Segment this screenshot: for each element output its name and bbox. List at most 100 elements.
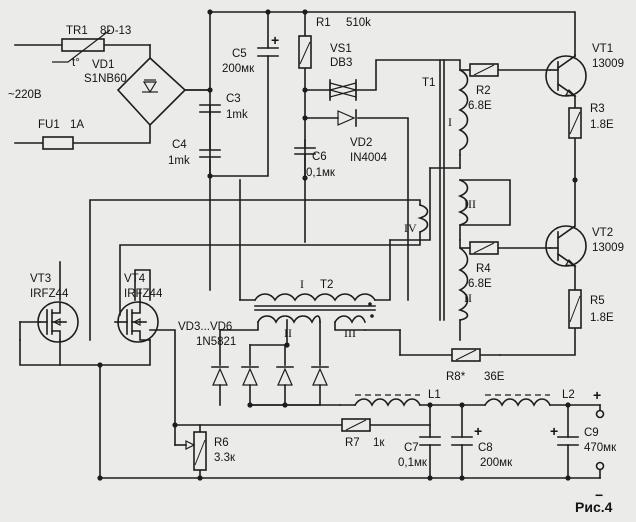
capacitor-c8: + C8 200мк [451, 423, 513, 469]
vs1-value: DB3 [330, 57, 352, 69]
diode-vd4 [241, 366, 259, 386]
t2-winding-i: I [300, 277, 304, 291]
vd2-ref: VD2 [350, 137, 372, 149]
capacitor-c7: C7 0,1мк [398, 436, 441, 469]
mosfet-vt4: VT4 IRFZ44 [114, 273, 163, 343]
mosfet-vt3: VT3 IRFZ44 [19, 273, 79, 343]
r3-ref: R3 [590, 103, 605, 115]
resistor-r5: R5 1.8E [568, 289, 614, 329]
terminal-plus: + [593, 387, 601, 403]
r5-value: 1.8E [590, 312, 614, 324]
mains-label: ~220В [8, 89, 42, 101]
r6-ref: R6 [214, 437, 229, 449]
c7-ref: C7 [404, 442, 419, 454]
terminal-minus: − [595, 487, 603, 503]
transistor-vt1: VT1 13009 [545, 43, 624, 98]
t1-winding-iv: IV [404, 221, 417, 235]
r7-value: 1к [373, 437, 385, 449]
c8-plus: + [474, 423, 482, 439]
diode-vd6 [311, 366, 329, 386]
c9-value: 470мк [584, 442, 617, 454]
vt4-ref: VT4 [124, 273, 146, 285]
vd1-value: S1NB60 [84, 73, 127, 85]
capacitor-c5: + C5 200мк [222, 32, 279, 75]
vd3-6-ref: VD3...VD6 [178, 321, 232, 333]
output-terminals: + − [593, 387, 605, 503]
r5-ref: R5 [590, 295, 605, 307]
t-mark-label: t° [72, 57, 80, 69]
r8-ref: R8* [446, 371, 466, 383]
r4-ref: R4 [476, 263, 491, 275]
t1-winding-ii: II [464, 291, 472, 305]
c5-plus: + [271, 32, 279, 48]
c6-value: 0,1мк [306, 167, 336, 179]
vt3-value: IRFZ44 [30, 288, 69, 300]
diode-vd2: VD2 IN4004 [337, 109, 388, 164]
transformer-t2: T2 I II III [253, 277, 377, 340]
c5-ref: C5 [232, 48, 247, 60]
diode-vd3 [211, 366, 229, 386]
r2-ref: R2 [476, 85, 491, 97]
fu1-ref: FU1 [38, 119, 60, 131]
c8-value: 200мк [480, 457, 513, 469]
tr1-value: 8D-13 [100, 25, 131, 37]
vt2-value: 13009 [592, 242, 624, 254]
inductor-l1: L1 [353, 389, 441, 407]
capacitor-c4: C4 1mk [168, 139, 221, 167]
r2-value: 6.8E [468, 100, 492, 112]
fuse-fu1: FU1 1A [38, 119, 84, 150]
c9-ref: C9 [584, 427, 599, 439]
resistor-r1: R1 510k [298, 17, 371, 69]
vs1-ref: VS1 [330, 43, 352, 55]
resistor-r2: R2 6.8E [468, 63, 499, 112]
vt2-ref: VT2 [592, 227, 613, 239]
tr1-ref: TR1 [66, 25, 88, 37]
r7-ref: R7 [345, 437, 360, 449]
thermistor-tr1: t° TR1 8D-13 [52, 25, 131, 69]
capacitor-c3: C3 1mk [199, 93, 248, 121]
transistor-vt2: VT2 13009 [545, 224, 624, 268]
figure-caption: Рис.4 [575, 499, 613, 515]
resistor-r7: R7 1к [341, 418, 385, 449]
t1-winding-iii: III [464, 197, 476, 211]
r4-value: 6.8E [468, 278, 492, 290]
capacitor-c6: C6 0,1мк [294, 147, 336, 179]
t1-ref: T1 [422, 77, 435, 89]
potentiometer-r6: R6 3.3к [174, 431, 236, 471]
vt1-value: 13009 [592, 58, 624, 70]
t2-ref: T2 [320, 279, 333, 291]
resistor-r8: R8* 36E [446, 348, 505, 383]
inductor-l2: L2 [483, 389, 575, 407]
vd2-value: IN4004 [350, 152, 388, 164]
resistor-r3: R3 1.8E [568, 103, 614, 139]
c3-ref: C3 [226, 93, 241, 105]
junctions [97, 9, 578, 481]
c5-value: 200мк [222, 63, 255, 75]
vt1-ref: VT1 [592, 43, 613, 55]
c9-plus: + [550, 423, 558, 439]
fu1-value: 1A [70, 119, 84, 131]
resistor-r4: R4 6.8E [468, 241, 499, 290]
t2-winding-ii: II [284, 326, 292, 340]
diode-vd5 [276, 366, 294, 386]
t1-winding-i: I [448, 115, 452, 129]
c4-ref: C4 [172, 139, 187, 151]
r1-ref: R1 [316, 17, 331, 29]
l2-ref: L2 [562, 389, 575, 401]
capacitor-c9: + C9 470мк [550, 423, 617, 454]
l1-ref: L1 [428, 389, 441, 401]
r1-value: 510k [346, 17, 371, 29]
vd1-ref: VD1 [92, 59, 114, 71]
c7-value: 0,1мк [398, 457, 428, 469]
vd3-6-value: 1N5821 [196, 336, 236, 348]
c4-value: 1mk [168, 155, 190, 167]
vt3-ref: VT3 [30, 273, 51, 285]
r8-value: 36E [484, 371, 505, 383]
r6-value: 3.3к [214, 452, 236, 464]
c3-value: 1mk [226, 109, 248, 121]
diac-vs1: VS1 DB3 [327, 43, 359, 101]
t2-winding-iii: III [344, 326, 356, 340]
transformer-t1: T1 I III II IV [404, 59, 476, 321]
c8-ref: C8 [478, 442, 493, 454]
